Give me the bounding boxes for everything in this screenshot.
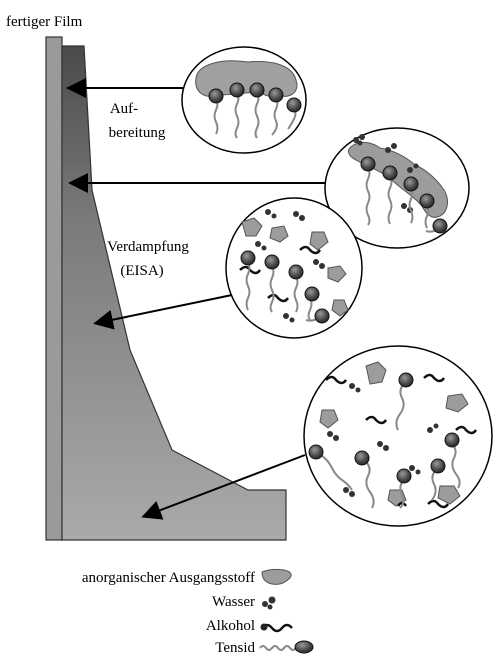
water-icon (262, 597, 276, 610)
legend-label-2: Alkohol (206, 618, 255, 634)
stage-circle-3 (226, 198, 362, 338)
precursor-icon (262, 569, 291, 584)
label-aufbereitung-1: Auf- (110, 101, 138, 117)
stage-circle-1 (182, 47, 306, 153)
legend-label-1: Wasser (212, 594, 255, 610)
legend: anorganischer Ausgangsstoff Wasser Alkoh… (82, 569, 313, 656)
legend-label-3: Tensid (215, 640, 255, 656)
legend-label-0: anorganischer Ausgangsstoff (82, 570, 255, 586)
label-verdampfung-1: Verdampfung (107, 239, 189, 255)
stage-circle-4 (304, 346, 492, 526)
page-title: fertiger Film (6, 14, 83, 30)
substrate (46, 37, 62, 540)
label-verdampfung-2: (EISA) (120, 263, 163, 279)
label-aufbereitung-2: bereitung (109, 125, 166, 141)
process-labels: Auf- bereitung Verdampfung (EISA) (107, 101, 189, 279)
surfactant-icon (260, 641, 313, 653)
